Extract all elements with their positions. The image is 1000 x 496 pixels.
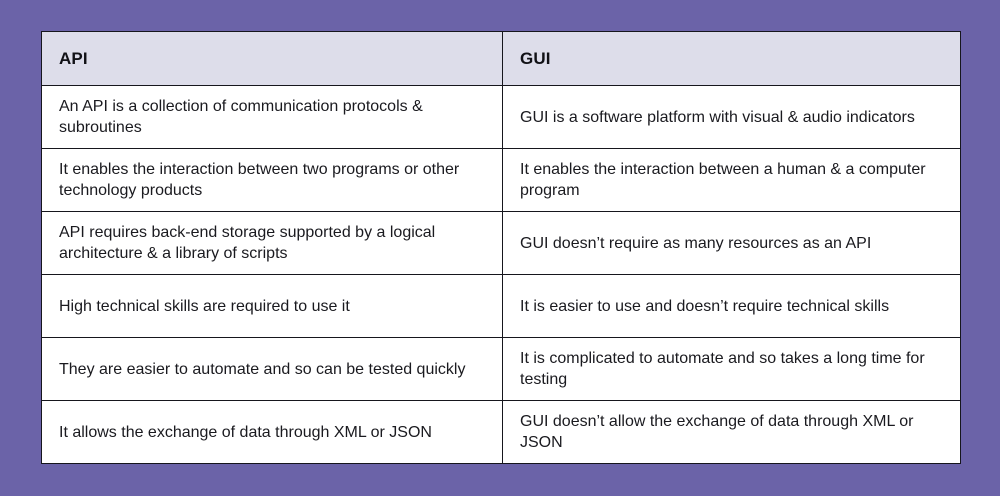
- column-header-gui: GUI: [502, 31, 961, 86]
- table-row: It enables the interaction between two p…: [41, 148, 961, 212]
- cell-gui-5: It is complicated to automate and so tak…: [502, 337, 961, 401]
- header-row: API GUI: [41, 31, 961, 86]
- cell-api-5: They are easier to automate and so can b…: [41, 337, 503, 401]
- cell-api-6: It allows the exchange of data through X…: [41, 400, 503, 464]
- table-row: They are easier to automate and so can b…: [41, 337, 961, 401]
- table-row: It allows the exchange of data through X…: [41, 400, 961, 464]
- cell-api-3: API requires back-end storage supported …: [41, 211, 503, 275]
- cell-gui-4: It is easier to use and doesn’t require …: [502, 274, 961, 338]
- table-row: API requires back-end storage supported …: [41, 211, 961, 275]
- table-row: An API is a collection of communication …: [41, 85, 961, 149]
- table-body: An API is a collection of communication …: [41, 85, 961, 464]
- cell-gui-6: GUI doesn’t allow the exchange of data t…: [502, 400, 961, 464]
- cell-gui-2: It enables the interaction between a hum…: [502, 148, 961, 212]
- cell-gui-1: GUI is a software platform with visual &…: [502, 85, 961, 149]
- table-header: API GUI: [41, 31, 961, 86]
- table-row: High technical skills are required to us…: [41, 274, 961, 338]
- cell-api-1: An API is a collection of communication …: [41, 85, 503, 149]
- cell-api-2: It enables the interaction between two p…: [41, 148, 503, 212]
- cell-api-4: High technical skills are required to us…: [41, 274, 503, 338]
- cell-gui-3: GUI doesn’t require as many resources as…: [502, 211, 961, 275]
- column-header-api: API: [41, 31, 503, 86]
- api-vs-gui-comparison-table: API GUI An API is a collection of commun…: [41, 31, 961, 464]
